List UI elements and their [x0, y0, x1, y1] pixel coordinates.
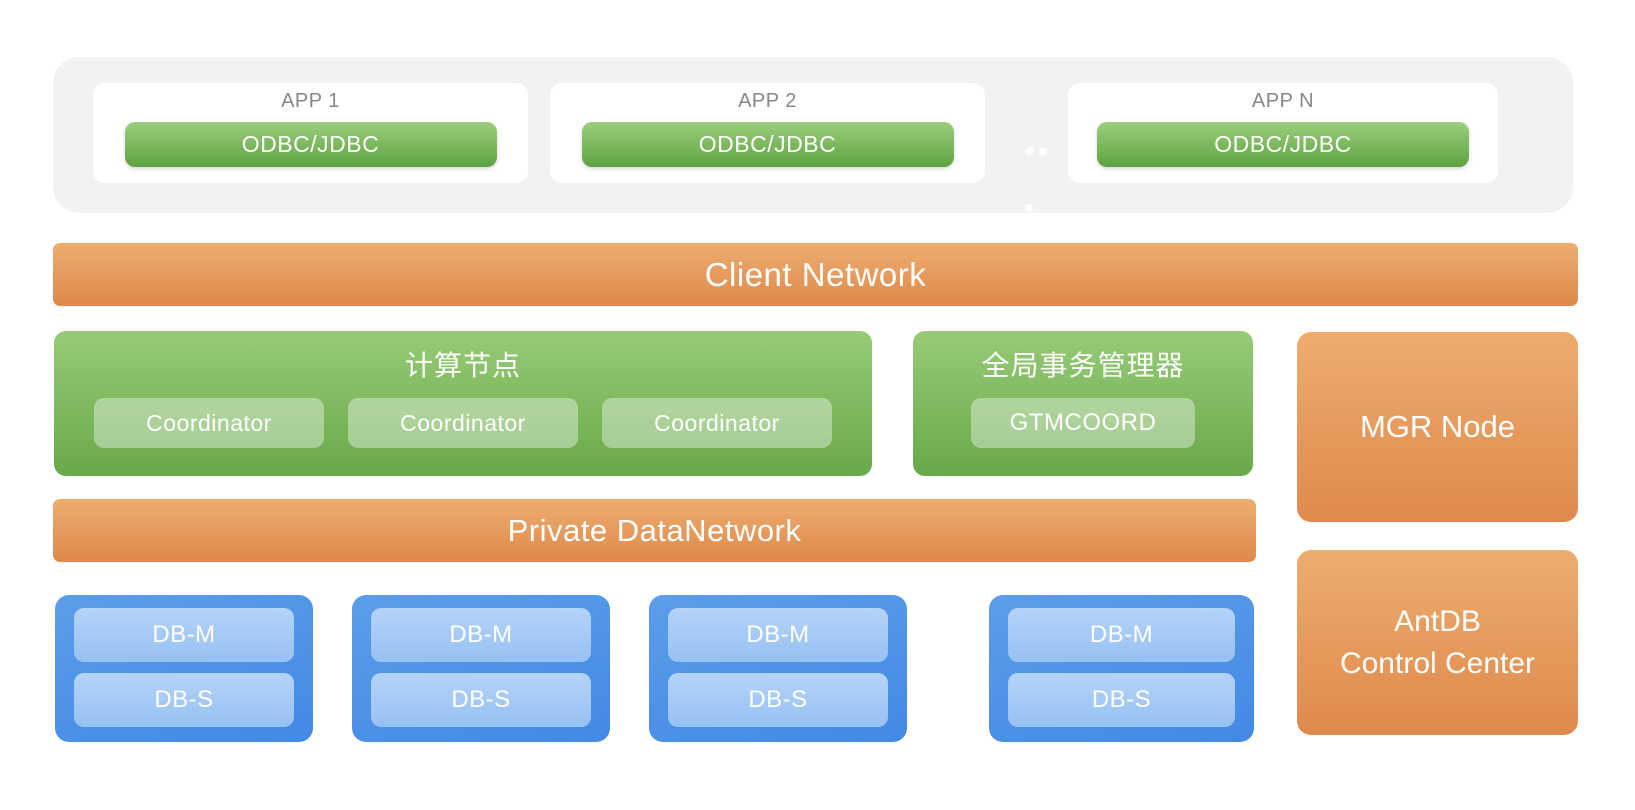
- data-node-group-3: DB-M DB-S: [649, 595, 907, 742]
- db-master-node: DB-M: [371, 608, 591, 662]
- gtm-title: 全局事务管理器: [981, 350, 1185, 381]
- app-card-1: APP 1 ODBC/JDBC: [93, 83, 528, 183]
- ellipsis-dot-icon: [1039, 147, 1047, 155]
- db-standby-node: DB-S: [668, 673, 888, 727]
- app-card-title: APP 2: [738, 90, 797, 112]
- ellipsis-dot-icon: [1025, 204, 1033, 212]
- control-center-box: AntDB Control Center: [1297, 550, 1578, 735]
- odbc-jdbc-badge: ODBC/JDBC: [124, 122, 497, 167]
- gtm-box: 全局事务管理器 GTMCOORD: [913, 331, 1253, 476]
- app-layer-panel: APP 1 ODBC/JDBC APP 2 ODBC/JDBC APP N OD…: [53, 57, 1573, 213]
- private-data-network-bus: Private DataNetwork: [53, 499, 1256, 562]
- control-center-label-line1: AntDB: [1394, 605, 1481, 639]
- mgr-node-label: MGR Node: [1359, 409, 1516, 444]
- coordinator-node: Coordinator: [348, 398, 578, 448]
- data-node-group-4: DB-M DB-S: [989, 595, 1254, 742]
- coordinator-row: Coordinator Coordinator Coordinator: [54, 398, 872, 448]
- app-card-title: APP 1: [281, 90, 340, 112]
- app-card-n: APP N ODBC/JDBC: [1068, 83, 1498, 183]
- app-card-2: APP 2 ODBC/JDBC: [550, 83, 985, 183]
- gtmcoord-node: GTMCOORD: [971, 398, 1195, 448]
- compute-node-title: 计算节点: [404, 350, 521, 381]
- ellipsis-dot-icon: [1026, 147, 1034, 155]
- coordinator-node: Coordinator: [94, 398, 324, 448]
- mgr-node-box: MGR Node: [1297, 332, 1578, 522]
- db-standby-node: DB-S: [1008, 673, 1235, 727]
- data-node-group-2: DB-M DB-S: [352, 595, 610, 742]
- compute-node-box: 计算节点 Coordinator Coordinator Coordinator: [54, 331, 872, 476]
- odbc-jdbc-badge: ODBC/JDBC: [1097, 122, 1469, 167]
- db-master-node: DB-M: [1008, 608, 1235, 662]
- db-standby-node: DB-S: [371, 673, 591, 727]
- control-center-label-line2: Control Center: [1339, 646, 1536, 680]
- db-master-node: DB-M: [668, 608, 888, 662]
- app-card-title: APP N: [1251, 90, 1315, 112]
- db-standby-node: DB-S: [74, 673, 294, 727]
- db-master-node: DB-M: [74, 608, 294, 662]
- data-node-group-1: DB-M DB-S: [55, 595, 313, 742]
- odbc-jdbc-badge: ODBC/JDBC: [581, 122, 954, 167]
- coordinator-node: Coordinator: [602, 398, 832, 448]
- client-network-bus: Client Network: [53, 243, 1578, 306]
